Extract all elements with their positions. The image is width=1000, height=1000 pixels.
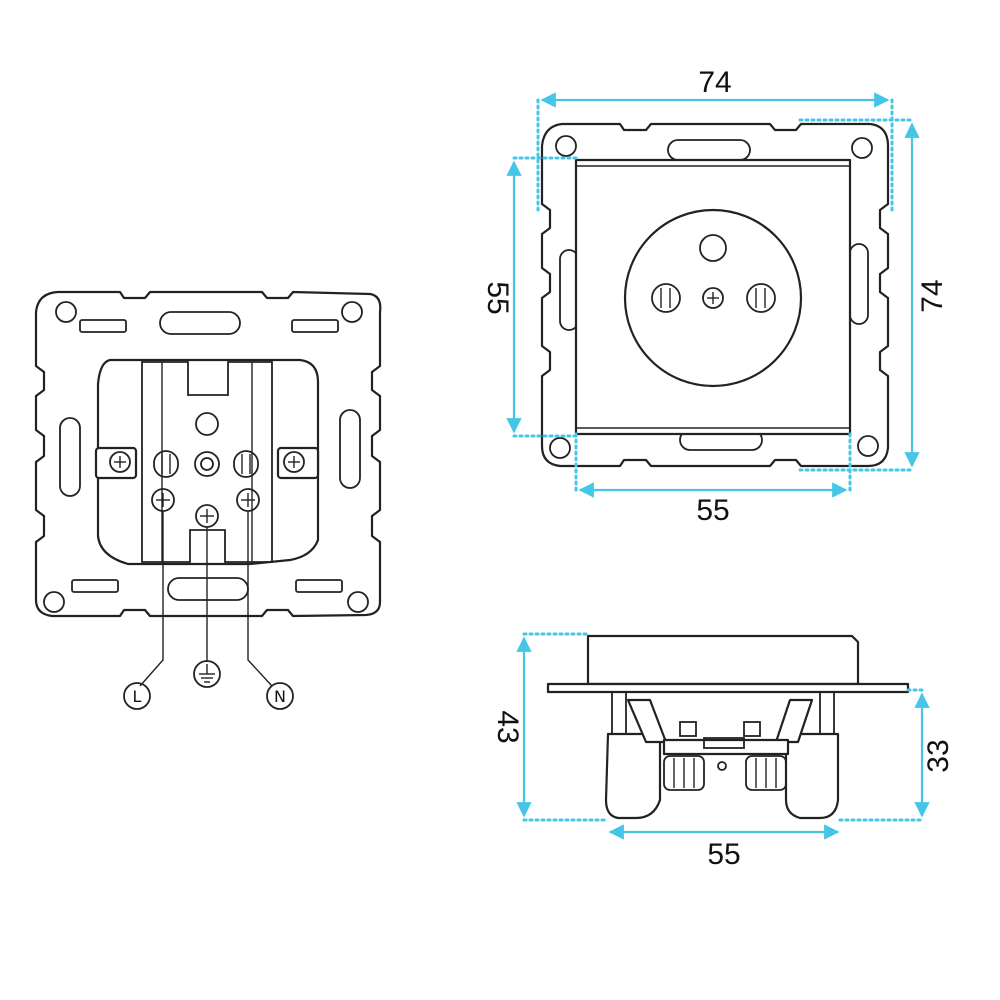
side-inner-depth-label: 33: [922, 739, 955, 772]
front-plate-height-label: 55: [481, 281, 514, 314]
terminal-screw-icon: [745, 755, 787, 791]
neutral-label-circle: [266, 682, 294, 710]
mounting-post: [611, 691, 627, 735]
frame-slot: [79, 319, 127, 333]
live-leader-line: [139, 511, 164, 687]
neutral-terminal-label: N: [274, 687, 286, 706]
center-screw-icon: [702, 287, 724, 309]
side-view: 43 33 55: [491, 632, 955, 871]
mounting-post: [819, 691, 835, 735]
corner-hole-icon: [851, 137, 873, 159]
keyhole-slot: [159, 311, 241, 335]
corner-hole-icon: [55, 301, 77, 323]
pin-hole-icon: [651, 283, 681, 313]
screw-icon: [109, 451, 131, 473]
clamp-claw: [774, 698, 814, 744]
side-depth-label: 43: [491, 710, 524, 743]
side-slot: [339, 409, 361, 489]
live-label-circle: [123, 682, 151, 710]
corner-hole-icon: [341, 301, 363, 323]
corner-hole-icon: [347, 591, 369, 613]
contact-tube-icon: [233, 450, 259, 478]
earth-pin-icon: [699, 234, 727, 262]
frame-slot: [71, 579, 119, 593]
pin-hole-icon: [746, 283, 776, 313]
side-body-left: [604, 732, 662, 820]
front-view: 74 74 55 55: [481, 66, 949, 527]
terminal-bridge: [703, 737, 745, 749]
front-height-label: 74: [916, 279, 949, 312]
neutral-leader-line: [247, 511, 273, 687]
side-slot: [59, 417, 81, 497]
corner-hole-icon: [857, 435, 879, 457]
contact-tube-icon: [153, 450, 179, 478]
rivet-icon: [717, 761, 727, 771]
live-terminal-label: L: [133, 687, 142, 706]
terminal-tab: [743, 721, 761, 737]
corner-hole-icon: [555, 135, 577, 157]
corner-hole-icon: [43, 591, 65, 613]
side-mounting-plate: [546, 682, 910, 694]
terminal-bar: [662, 738, 790, 756]
earth-symbol-icon: [193, 660, 221, 688]
corner-hole-icon: [549, 437, 571, 459]
rear-view: L N: [34, 290, 382, 710]
terminal-screw-icon: [663, 755, 705, 791]
terminal-tab: [679, 721, 697, 737]
front-plate-width-label: 55: [696, 494, 729, 527]
frame-slot: [295, 579, 343, 593]
terminal-block: [141, 361, 273, 563]
front-width-label: 74: [698, 66, 731, 99]
earth-pin-hole-icon: [195, 412, 219, 436]
side-cover: [586, 634, 860, 686]
side-body-width-label: 55: [707, 838, 740, 871]
screw-icon: [283, 451, 305, 473]
side-body-right: [784, 732, 840, 820]
frame-slot: [291, 319, 339, 333]
earth-contact-icon: [194, 451, 220, 477]
